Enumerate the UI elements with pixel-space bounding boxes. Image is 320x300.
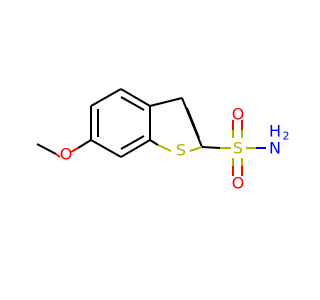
benzene-bond-5 (120, 139, 151, 158)
amine-nitrogen-label: N (269, 139, 281, 158)
ring-sulfur-label: S (176, 141, 186, 160)
benzene-bond-3-inner (120, 96, 145, 111)
atom-labels: O S S O O H 2 N (60, 105, 290, 193)
sulfonyl-sulfur-label: S (233, 139, 243, 158)
thiophene-bond-c2-s (189, 146, 203, 152)
thiophene-bond-s-c7a (157, 144, 172, 152)
amine-hydrogen-count-label: 2 (283, 130, 290, 143)
bonds (36, 88, 266, 176)
thiophene-bond-c3-c2-inner (186, 107, 200, 139)
bond-methyl-oxygen (36, 143, 57, 155)
structure-svg: O S S O O H 2 N (36, 88, 290, 193)
molecule-diagram: O S S O O H 2 N (36, 88, 290, 193)
sulfonyl-oxygen-top-label: O (232, 105, 245, 124)
amine-hydrogen-label: H (269, 122, 281, 141)
bond-methyl-oxygen-o-part (55, 153, 61, 158)
benzene-bond-6 (90, 139, 122, 158)
benzene-bond-5-inner (120, 135, 145, 150)
bond-oxygen-ring-o-part (70, 147, 79, 153)
sulfonyl-oxygen-bottom-label: O (232, 174, 245, 193)
methoxy-oxygen-label: O (60, 145, 73, 164)
thiophene-bond-s-c7a-black (149, 139, 159, 146)
benzene-bond-3 (120, 88, 151, 107)
bond-oxygen-ring (77, 139, 92, 149)
benzene-bond-2 (90, 88, 122, 107)
thiophene-bond-c3a-c3 (149, 97, 183, 107)
bond-c2-sulfonyl (201, 146, 221, 149)
